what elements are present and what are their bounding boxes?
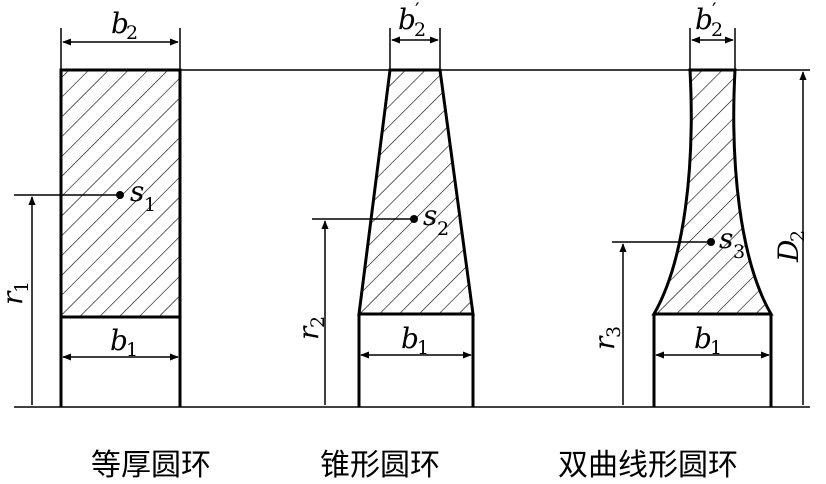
svg-text:2: 2 (437, 218, 449, 240)
uniform-ring-section: b 2 b 1 s 1 r 1 (0, 7, 182, 407)
tapered-b2-prime-label: b (398, 3, 416, 36)
r2-label: r (292, 325, 325, 340)
centroid-s2-label: s (423, 199, 437, 232)
tapered-b1-label: b (401, 322, 419, 355)
centroid-s3-dot (707, 238, 715, 246)
centroid-s3-label: s (719, 222, 733, 255)
caption-hyperbolic-ring: 双曲线形圆环 (558, 448, 738, 483)
svg-text:1: 1 (417, 337, 429, 359)
uniform-b1-label: b (110, 324, 128, 357)
svg-text:′: ′ (712, 0, 717, 22)
svg-text:3: 3 (603, 326, 625, 338)
svg-text:1: 1 (126, 339, 138, 361)
svg-text:3: 3 (733, 241, 745, 263)
svg-text:′: ′ (415, 0, 420, 22)
uniform-b2-label: b (111, 7, 129, 40)
svg-text:2: 2 (307, 316, 329, 328)
caption-uniform-ring: 等厚圆环 (91, 448, 211, 483)
r1-label: r (0, 290, 29, 305)
caption-tapered-ring: 锥形圆环 (320, 448, 440, 483)
svg-text:2: 2 (126, 22, 138, 44)
tapered-ring-hatched-area (357, 68, 475, 316)
svg-text:2: 2 (711, 19, 723, 41)
svg-text:2: 2 (414, 19, 426, 41)
centroid-s2-dot (410, 215, 418, 223)
centroid-s1-dot (116, 191, 124, 199)
svg-text:1: 1 (710, 337, 722, 359)
r3-label: r (588, 335, 621, 350)
svg-text:1: 1 (11, 281, 33, 293)
centroid-s1-label: s (130, 175, 144, 208)
hyperbolic-ring-section: b 2 ′ b 1 s 3 r 3 (588, 0, 774, 407)
svg-text:2: 2 (787, 230, 809, 242)
hyperbolic-ring-hatched-area (651, 68, 774, 316)
tapered-ring-section: b 2 ′ b 1 s 2 r 2 (292, 0, 475, 407)
d2-label: D (772, 240, 805, 263)
hyperbolic-b1-label: b (694, 322, 712, 355)
hyperbolic-b2-prime-label: b (695, 3, 713, 36)
svg-text:1: 1 (144, 194, 156, 216)
